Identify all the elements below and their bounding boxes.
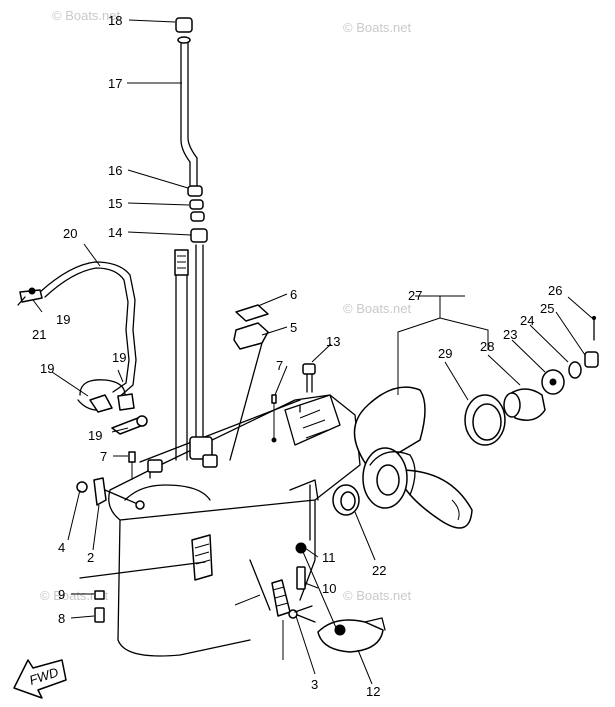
part-washer-15b xyxy=(190,211,205,222)
label-23: 23 xyxy=(503,327,517,342)
leader-lines xyxy=(32,19,593,685)
part-fitting-nut xyxy=(136,415,148,427)
part-bracket-2 xyxy=(93,477,107,506)
part-shift-boss xyxy=(189,436,213,460)
label-27: 27 xyxy=(408,288,422,303)
watermark: © Boats.net xyxy=(343,20,412,35)
part-washer-15a xyxy=(189,199,204,210)
prop-hardware xyxy=(464,315,599,446)
part-bolt-head-13 xyxy=(302,363,316,375)
label-19a: 19 xyxy=(56,312,70,327)
part-washer-24 xyxy=(568,361,582,379)
part-nut-25 xyxy=(584,351,599,368)
part-pin-hole xyxy=(271,437,277,443)
part-shift-boss-cap xyxy=(202,454,218,468)
part-prop-blade-2 xyxy=(399,469,473,529)
label-12: 12 xyxy=(366,684,380,699)
label-8: 8 xyxy=(58,611,65,626)
watermark: © Boats.net xyxy=(343,301,412,316)
label-29: 29 xyxy=(438,346,452,361)
label-15: 15 xyxy=(108,196,122,211)
label-19d: 19 xyxy=(88,428,102,443)
bolt-13-pin-7 xyxy=(271,363,316,443)
part-screw-2 xyxy=(135,500,145,510)
label-18: 18 xyxy=(108,13,122,28)
watermark: © Boats.net xyxy=(40,588,109,603)
part-gasket-9 xyxy=(94,590,105,600)
label-26: 26 xyxy=(548,283,562,298)
watermark: © Boats.net xyxy=(343,588,412,603)
part-washer-4 xyxy=(76,481,88,493)
part-screw-8 xyxy=(94,607,105,623)
part-pin-7b xyxy=(128,451,136,463)
left-small-parts xyxy=(76,451,145,510)
part-labels: 18 17 16 15 14 20 6 5 19 21 19 19 19 7 1… xyxy=(32,13,562,699)
part-seal-16 xyxy=(187,185,203,197)
label-17: 17 xyxy=(108,76,122,91)
part-nut-21 xyxy=(28,287,36,295)
hose-assembly xyxy=(17,261,148,435)
label-25: 25 xyxy=(540,301,554,316)
propeller-assembly xyxy=(353,386,473,529)
label-13: 13 xyxy=(326,334,340,349)
label-6: 6 xyxy=(290,287,297,302)
fwd-arrow: FWD xyxy=(13,659,67,699)
label-22: 22 xyxy=(372,563,386,578)
label-16: 16 xyxy=(108,163,122,178)
part-clamp-19b xyxy=(117,393,135,411)
label-4: 4 xyxy=(58,540,65,555)
part-tube-17 xyxy=(177,36,191,44)
shift-rod-assembly xyxy=(174,17,208,461)
part-clamp-19 xyxy=(89,394,113,413)
trim-tab xyxy=(299,544,386,653)
label-2: 2 xyxy=(87,550,94,565)
label-19b: 19 xyxy=(112,350,126,365)
label-28: 28 xyxy=(480,339,494,354)
part-anode-3 xyxy=(271,579,291,617)
part-prop-blade-1 xyxy=(353,386,426,471)
part-plate-6 xyxy=(235,304,269,322)
part-pin-7 xyxy=(271,394,277,404)
part-cotter-pin-26 xyxy=(591,315,597,321)
label-7b: 7 xyxy=(100,449,107,464)
label-7a: 7 xyxy=(276,358,283,373)
part-anode-holder xyxy=(191,534,213,581)
label-14: 14 xyxy=(108,225,122,240)
part-trim-tab-bolt xyxy=(334,624,346,636)
plates xyxy=(229,304,269,461)
label-10: 10 xyxy=(322,581,336,596)
label-9: 9 xyxy=(58,587,65,602)
drain-screws xyxy=(79,561,206,623)
part-plate-5 xyxy=(233,322,269,350)
watermark: © Boats.net xyxy=(52,8,121,23)
gear-case-housing xyxy=(108,394,361,657)
label-11: 11 xyxy=(322,550,336,565)
label-19c: 19 xyxy=(40,361,54,376)
part-boss-left xyxy=(147,459,163,473)
part-bolt-10 xyxy=(296,566,306,590)
seal-22 xyxy=(332,484,360,516)
label-5: 5 xyxy=(290,320,297,335)
label-24: 24 xyxy=(520,313,534,328)
part-bushing-14 xyxy=(190,228,208,243)
part-grommet-18 xyxy=(175,17,193,33)
fwd-arrow-shape xyxy=(13,659,67,699)
anode-screws xyxy=(271,484,316,660)
label-20: 20 xyxy=(63,226,77,241)
label-21: 21 xyxy=(32,327,46,342)
watermarks: © Boats.net © Boats.net © Boats.net © Bo… xyxy=(40,8,412,603)
label-3: 3 xyxy=(311,677,318,692)
part-trim-tab-12 xyxy=(317,619,384,653)
